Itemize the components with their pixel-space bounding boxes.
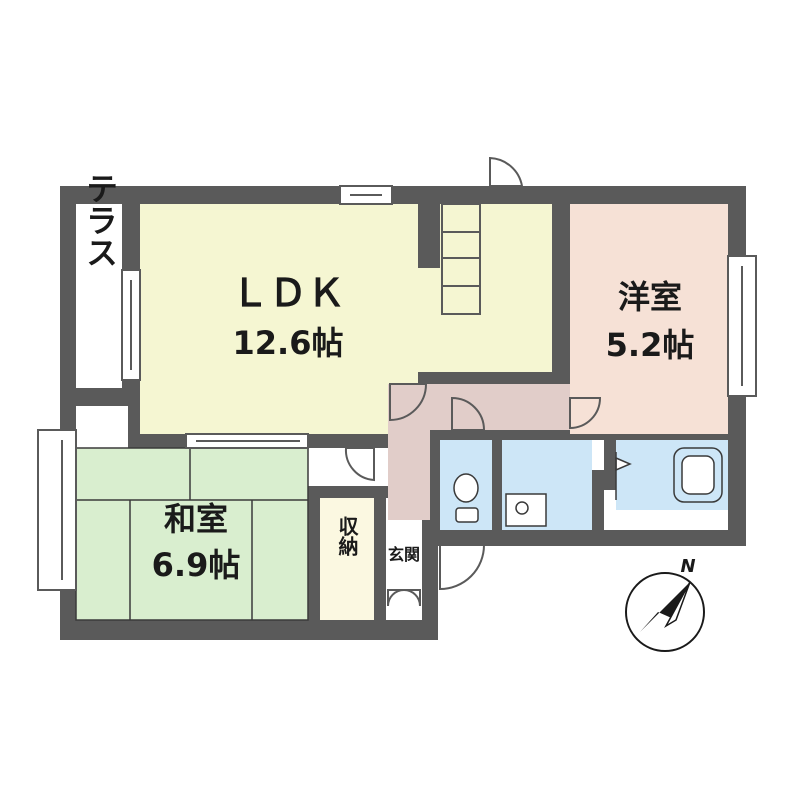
entrance-label: 玄関 (388, 545, 420, 564)
japanese-floor (76, 448, 308, 620)
fixtures (453, 447, 723, 527)
door-shoe-left (387, 589, 405, 607)
washbasin-fixture (505, 493, 547, 527)
ldk-size: 12.6帖 (233, 324, 344, 362)
compass: N (625, 556, 705, 652)
toilet-fixture (453, 473, 479, 523)
western-name: 洋室 (618, 278, 682, 316)
compass-north-label: N (680, 556, 695, 577)
door-toilet (451, 396, 486, 431)
room-floors (76, 204, 728, 620)
door-hall-ldk (389, 383, 428, 422)
compass-needle (640, 582, 690, 632)
kitchen-counter (441, 203, 481, 315)
entrance-floor (386, 520, 422, 620)
door-entrance (439, 544, 486, 591)
western-floor (570, 204, 728, 434)
terrace-label: テラス (81, 172, 119, 268)
door-western (569, 397, 602, 430)
door-shoe-right (403, 589, 421, 607)
terrace-floor (76, 204, 122, 388)
window-japanese (37, 429, 77, 591)
western-size: 5.2帖 (606, 326, 695, 364)
storage-floor (320, 498, 374, 620)
bathtub-fixture (673, 447, 723, 503)
ldk-floor (140, 204, 418, 434)
windows (37, 185, 757, 591)
door-swings (344, 156, 602, 607)
storage-label: 収納 (335, 516, 359, 556)
japanese-name: 和室 (164, 500, 228, 538)
ldk-name: ＬＤＫ (231, 271, 345, 315)
door-japanese (344, 447, 375, 482)
hall-floor-lower (388, 430, 430, 520)
japanese-size: 6.9帖 (152, 546, 241, 584)
door-top (489, 156, 524, 187)
closet-white (76, 406, 128, 448)
